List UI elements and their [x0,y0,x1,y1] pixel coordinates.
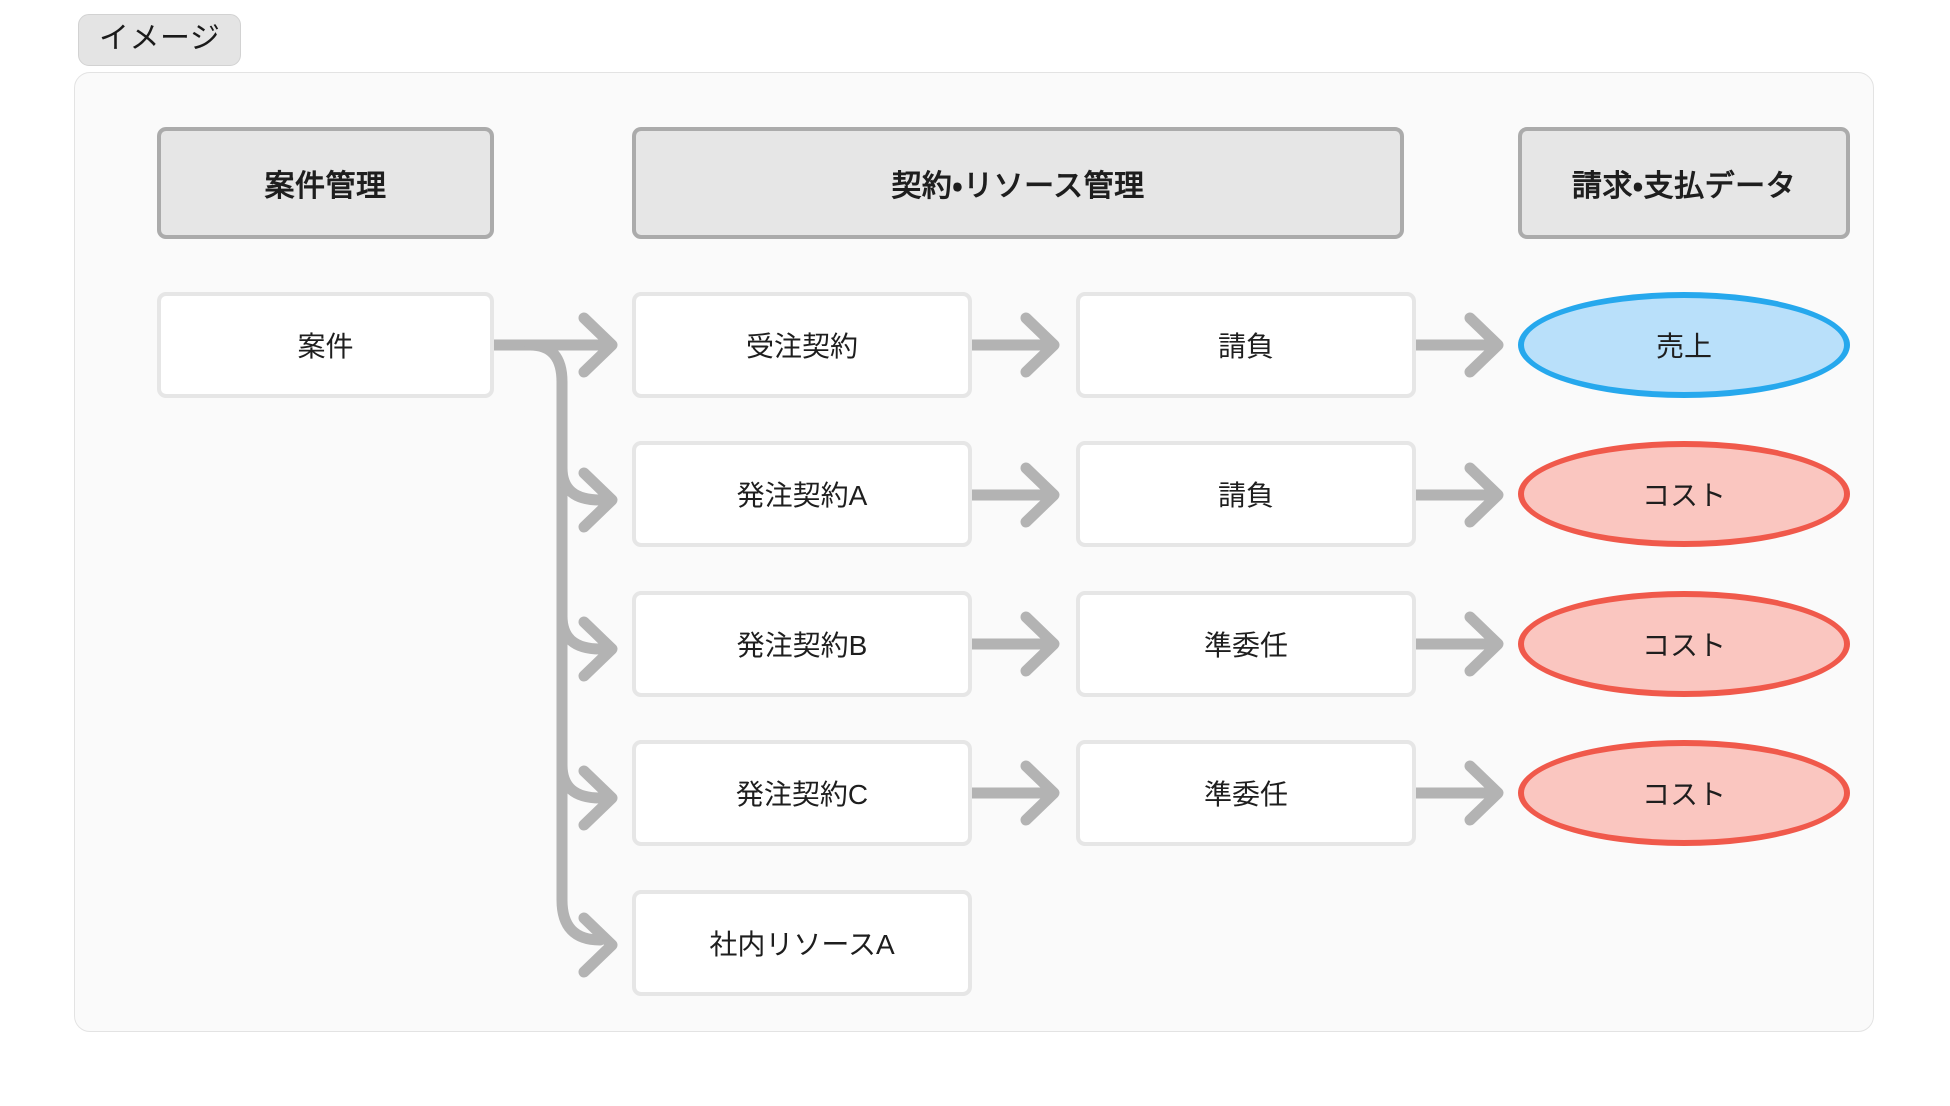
node-outcome-cost-1[interactable]: コスト [1518,441,1850,547]
node-type-ukeoi-1[interactable]: 請負 [1076,292,1416,398]
node-internal-resource-a[interactable]: 社内リソースA [632,890,972,996]
node-contract-hacchu-a[interactable]: 発注契約A [632,441,972,547]
node-type-junini-2[interactable]: 準委任 [1076,740,1416,846]
column-header-contract-resource-management: 契約・リソース管理 [632,127,1404,239]
column-header-billing-payment-data: 請求・支払データ [1518,127,1850,239]
node-type-ukeoi-2[interactable]: 請負 [1076,441,1416,547]
node-contract-hacchu-b[interactable]: 発注契約B [632,591,972,697]
node-type-junini-1[interactable]: 準委任 [1076,591,1416,697]
node-contract-juchu[interactable]: 受注契約 [632,292,972,398]
node-outcome-uriage[interactable]: 売上 [1518,292,1850,398]
node-outcome-cost-3[interactable]: コスト [1518,740,1850,846]
node-case[interactable]: 案件 [157,292,494,398]
image-badge-label: イメージ [78,14,242,66]
node-contract-hacchu-c[interactable]: 発注契約C [632,740,972,846]
node-outcome-cost-2[interactable]: コスト [1518,591,1850,697]
column-header-case-management: 案件管理 [157,127,494,239]
